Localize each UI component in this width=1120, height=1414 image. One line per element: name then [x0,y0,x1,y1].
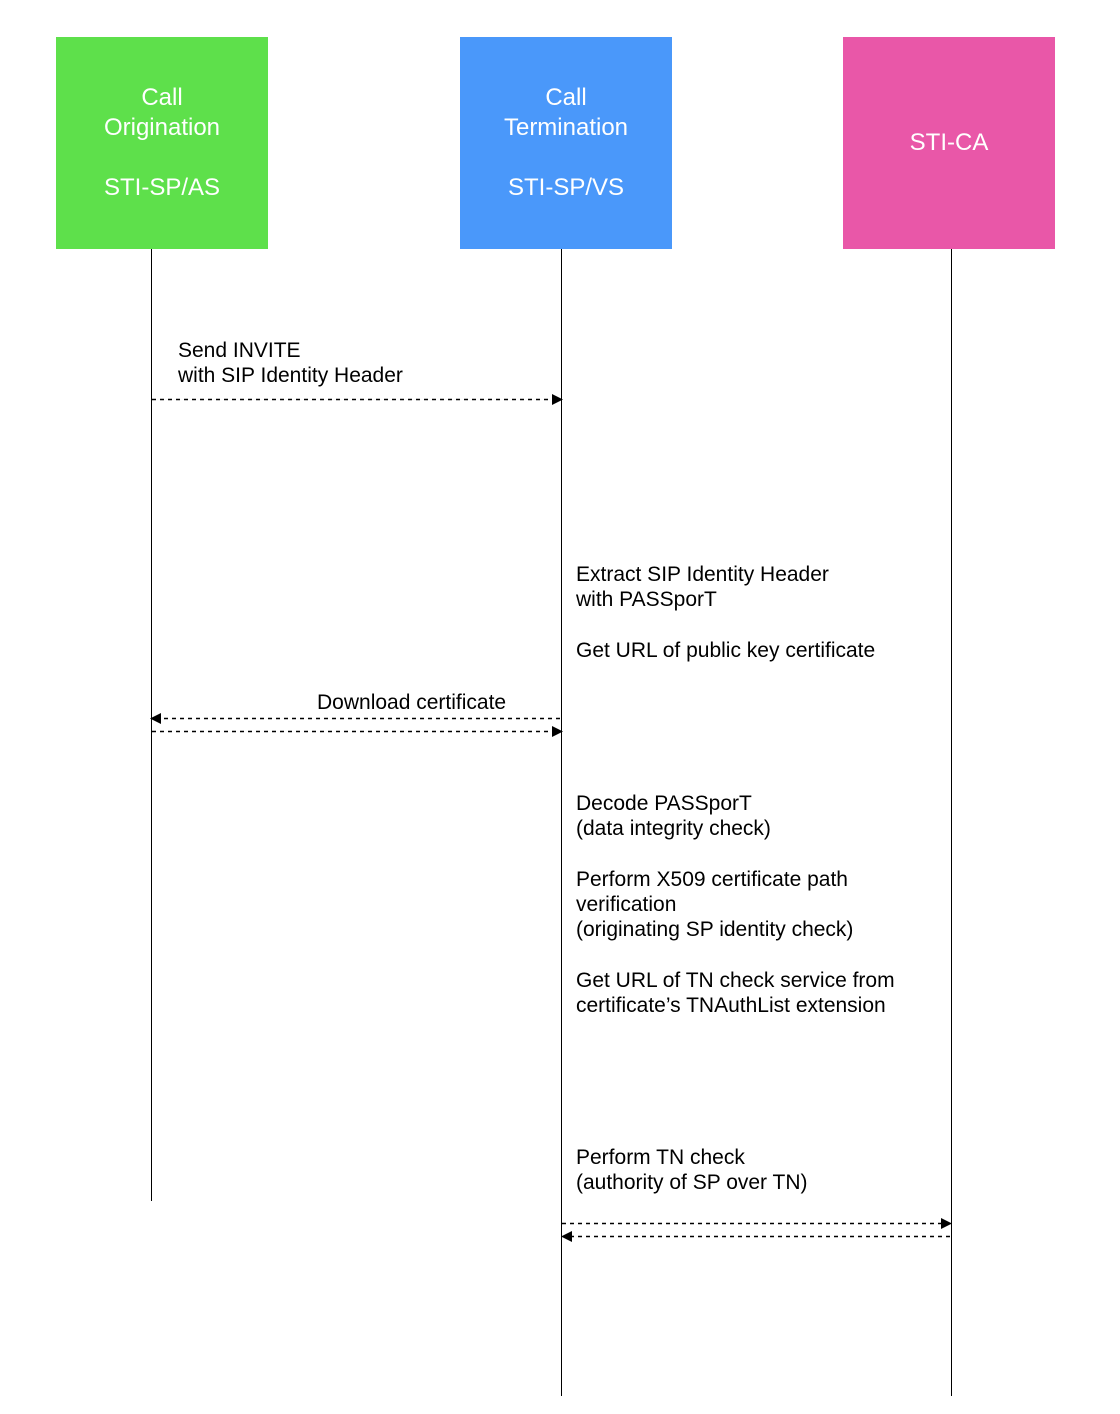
actor-sti-ca: STI-CA [843,37,1055,249]
lifeline-origination [151,249,152,1201]
actor-call-origination: Call Origination STI-SP/AS [56,37,268,249]
note-decode-verify: Decode PASSporT (data integrity check) P… [576,791,895,1018]
actor-origination-role: STI-SP/AS [103,174,221,201]
note-tn-check: Perform TN check (authority of SP over T… [576,1145,807,1195]
note-tn-url-line2: certificate’s TNAuthList extension [576,994,886,1017]
actor-call-termination: Call Termination STI-SP/VS [460,37,672,249]
note-tn-check-line1: Perform TN check [576,1146,745,1169]
note-extract-identity: Extract SIP Identity Header with PASSpor… [576,562,875,663]
arrowhead-invite [552,394,563,405]
note-x509-line1: Perform X509 certificate path [576,868,848,891]
actor-origination-line2: Origination [103,114,221,141]
note-x509-line2: verification [576,893,677,916]
lifeline-termination [561,249,562,1396]
note-get-url-line: Get URL of public key certificate [576,639,876,662]
actor-termination-role: STI-SP/VS [507,174,625,201]
lifeline-sti-ca [951,249,952,1396]
arrowhead-download-request [150,713,161,724]
note-tn-check-line2: (authority of SP over TN) [576,1171,808,1194]
actor-termination-line1: Call [545,84,587,111]
arrowhead-tn-check-request [941,1218,952,1229]
invite-label-line1: Send INVITE [178,339,301,362]
note-extract-line1: Extract SIP Identity Header [576,563,829,586]
note-extract-line2: with PASSporT [576,588,717,611]
arrowhead-download-response [552,726,563,737]
note-decode-line1: Decode PASSporT [576,792,752,815]
note-x509-line3: (originating SP identity check) [576,918,854,941]
message-label-download: Download certificate [317,691,507,714]
actor-origination-line1: Call [141,84,183,111]
invite-label-line2: with SIP Identity Header [178,364,403,387]
note-decode-line2: (data integrity check) [576,817,771,840]
note-tn-url-line1: Get URL of TN check service from [576,969,895,992]
message-label-invite: Send INVITE with SIP Identity Header [178,338,403,388]
arrowhead-tn-check-response [561,1231,572,1242]
actor-sti-ca-label: STI-CA [909,129,989,156]
actor-termination-line2: Termination [503,114,629,141]
